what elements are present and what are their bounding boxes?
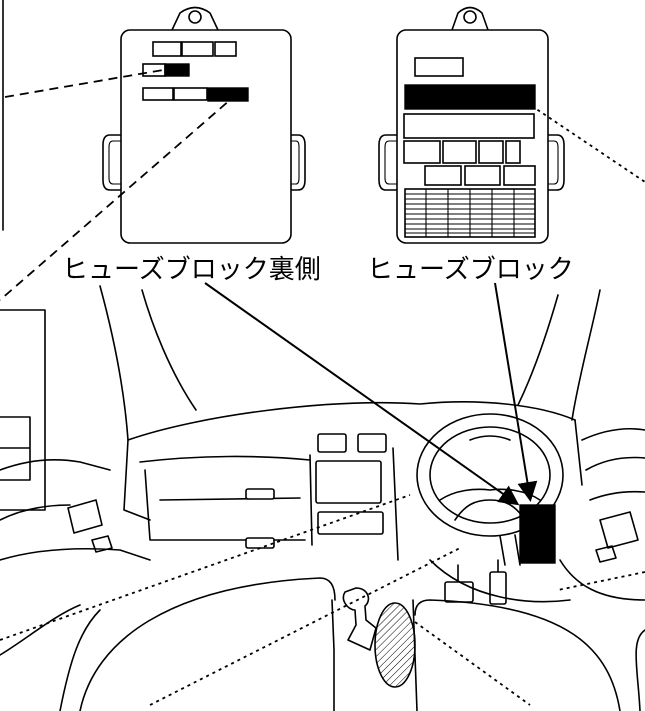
fuse-block-panel bbox=[378, 6, 565, 244]
brake-pedal bbox=[444, 581, 474, 603]
accelerator-pedal bbox=[489, 571, 507, 605]
fuse-block-back-label: ヒューズブロック裏側 bbox=[62, 255, 321, 285]
target-fuse-back-1 bbox=[164, 63, 190, 77]
fuse-block-back-panel bbox=[102, 6, 306, 244]
leader-line-lower-2 bbox=[149, 547, 461, 706]
fuse-block-location bbox=[519, 504, 556, 564]
leader-line-lower-4 bbox=[414, 621, 531, 706]
arrow-fuse-block bbox=[494, 282, 538, 502]
mount-hole-icon bbox=[188, 10, 202, 24]
leader-line-back-2 bbox=[0, 92, 239, 301]
hatched-area bbox=[374, 602, 416, 688]
leader-line-back-1 bbox=[4, 69, 164, 98]
left-edge-box-bottom bbox=[0, 309, 46, 511]
leader-line-lower-1 bbox=[0, 494, 411, 641]
arrow-fuse-block-back bbox=[204, 282, 520, 506]
fuse-block-label: ヒューズブロック bbox=[367, 255, 574, 285]
mount-hole-icon bbox=[463, 10, 477, 24]
fuse-grid bbox=[404, 188, 536, 238]
car-interior bbox=[0, 285, 645, 711]
leader-line-lower-3 bbox=[557, 571, 645, 591]
target-fuse-1 bbox=[404, 84, 536, 110]
target-fuse-back-2 bbox=[207, 87, 249, 102]
